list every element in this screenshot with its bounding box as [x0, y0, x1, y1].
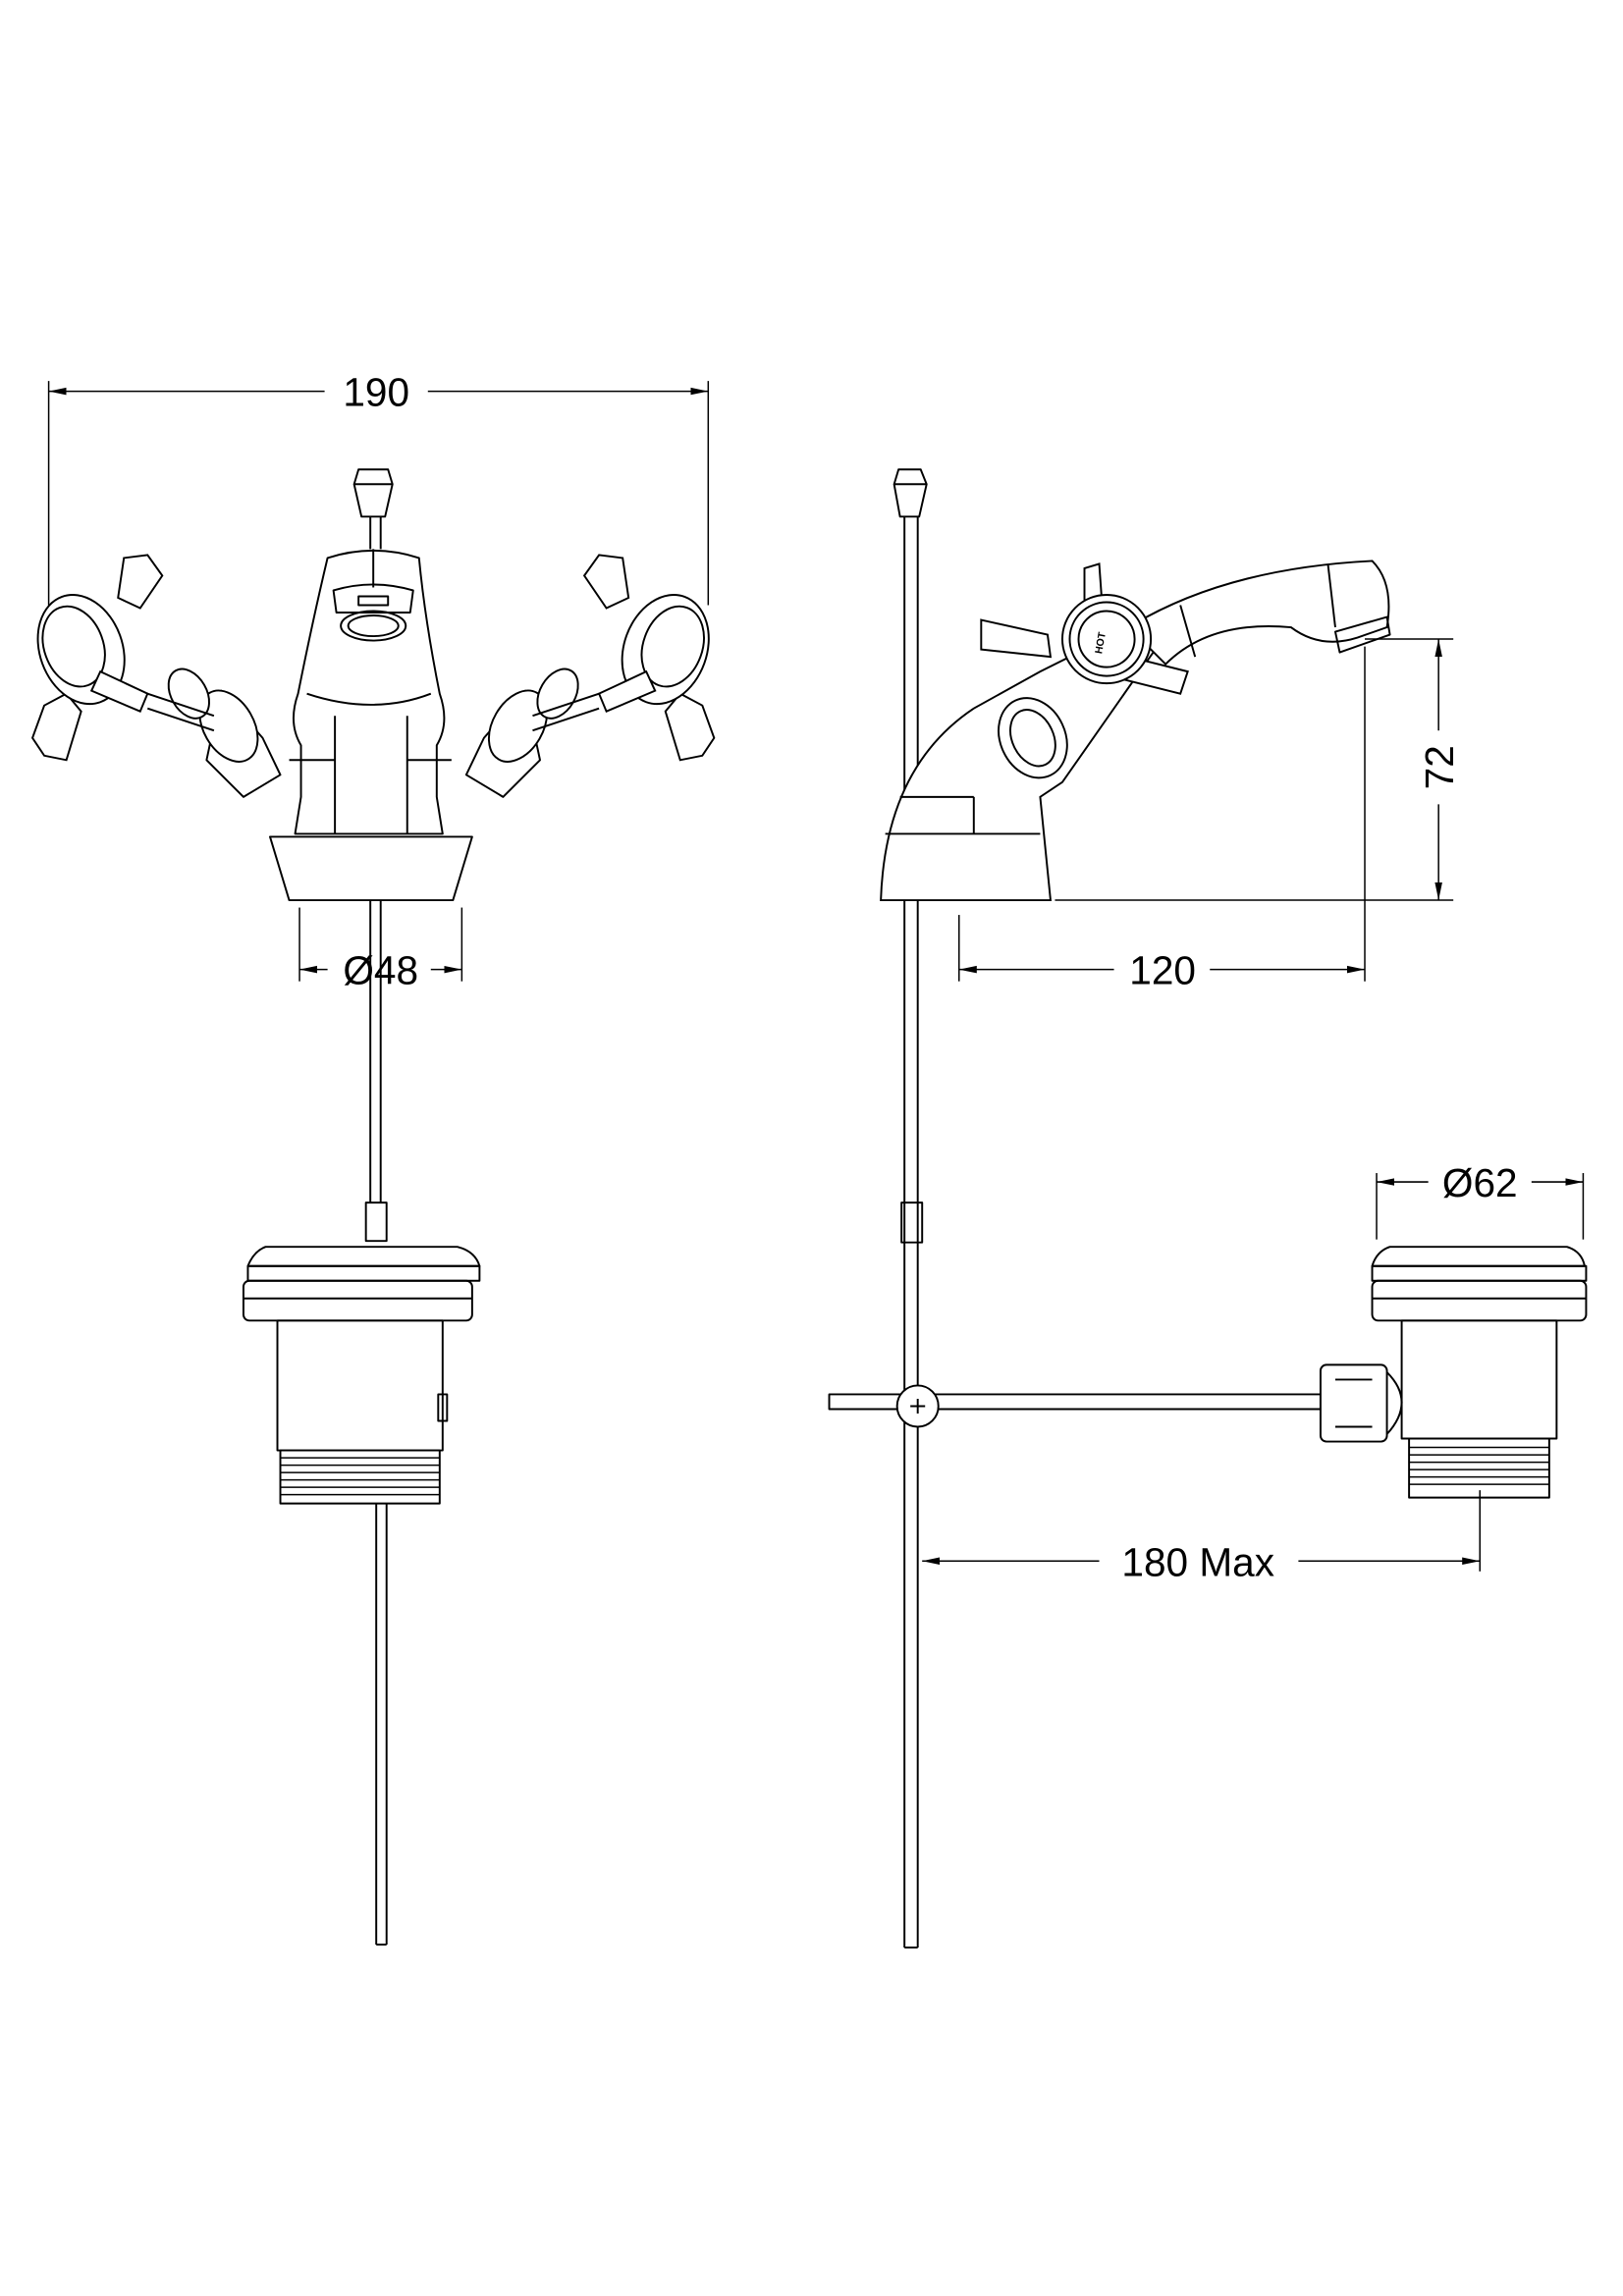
dimension-label-waste-diameter: Ø62	[1442, 1160, 1518, 1205]
tap-body-side: HOT	[880, 560, 1391, 902]
side-view: HOT 72 120 Ø62	[828, 468, 1588, 1949]
dimension-190: 190	[47, 370, 710, 606]
waste-front	[242, 1246, 481, 1946]
handle-hot-marking: HOT	[1093, 631, 1109, 655]
cross-handle-right	[464, 554, 716, 798]
front-view: 190	[30, 370, 716, 1946]
rod-connector-side	[900, 1201, 924, 1244]
thread-lines-front	[280, 1457, 440, 1496]
dimension-62: Ø62	[1376, 1160, 1585, 1240]
linkage-clip	[1319, 1363, 1388, 1443]
thread-lines-side	[1409, 1446, 1549, 1485]
popup-knob-side	[893, 468, 928, 518]
rod-connector	[364, 1201, 388, 1243]
dimension-label-linkage: 180 Max	[1121, 1539, 1274, 1584]
dimension-180-max: 180 Max	[922, 1490, 1481, 1584]
dimension-label-height: 72	[1417, 745, 1462, 789]
dimension-label-width: 190	[343, 370, 409, 415]
popup-knob	[352, 468, 394, 550]
dimension-120: 120	[958, 646, 1366, 993]
tap-body-front	[269, 549, 473, 902]
dimension-72: 72	[1055, 638, 1462, 901]
cross-handle-left	[30, 554, 282, 798]
waste-side	[828, 1246, 1588, 1499]
dimension-label-reach: 120	[1129, 948, 1196, 993]
